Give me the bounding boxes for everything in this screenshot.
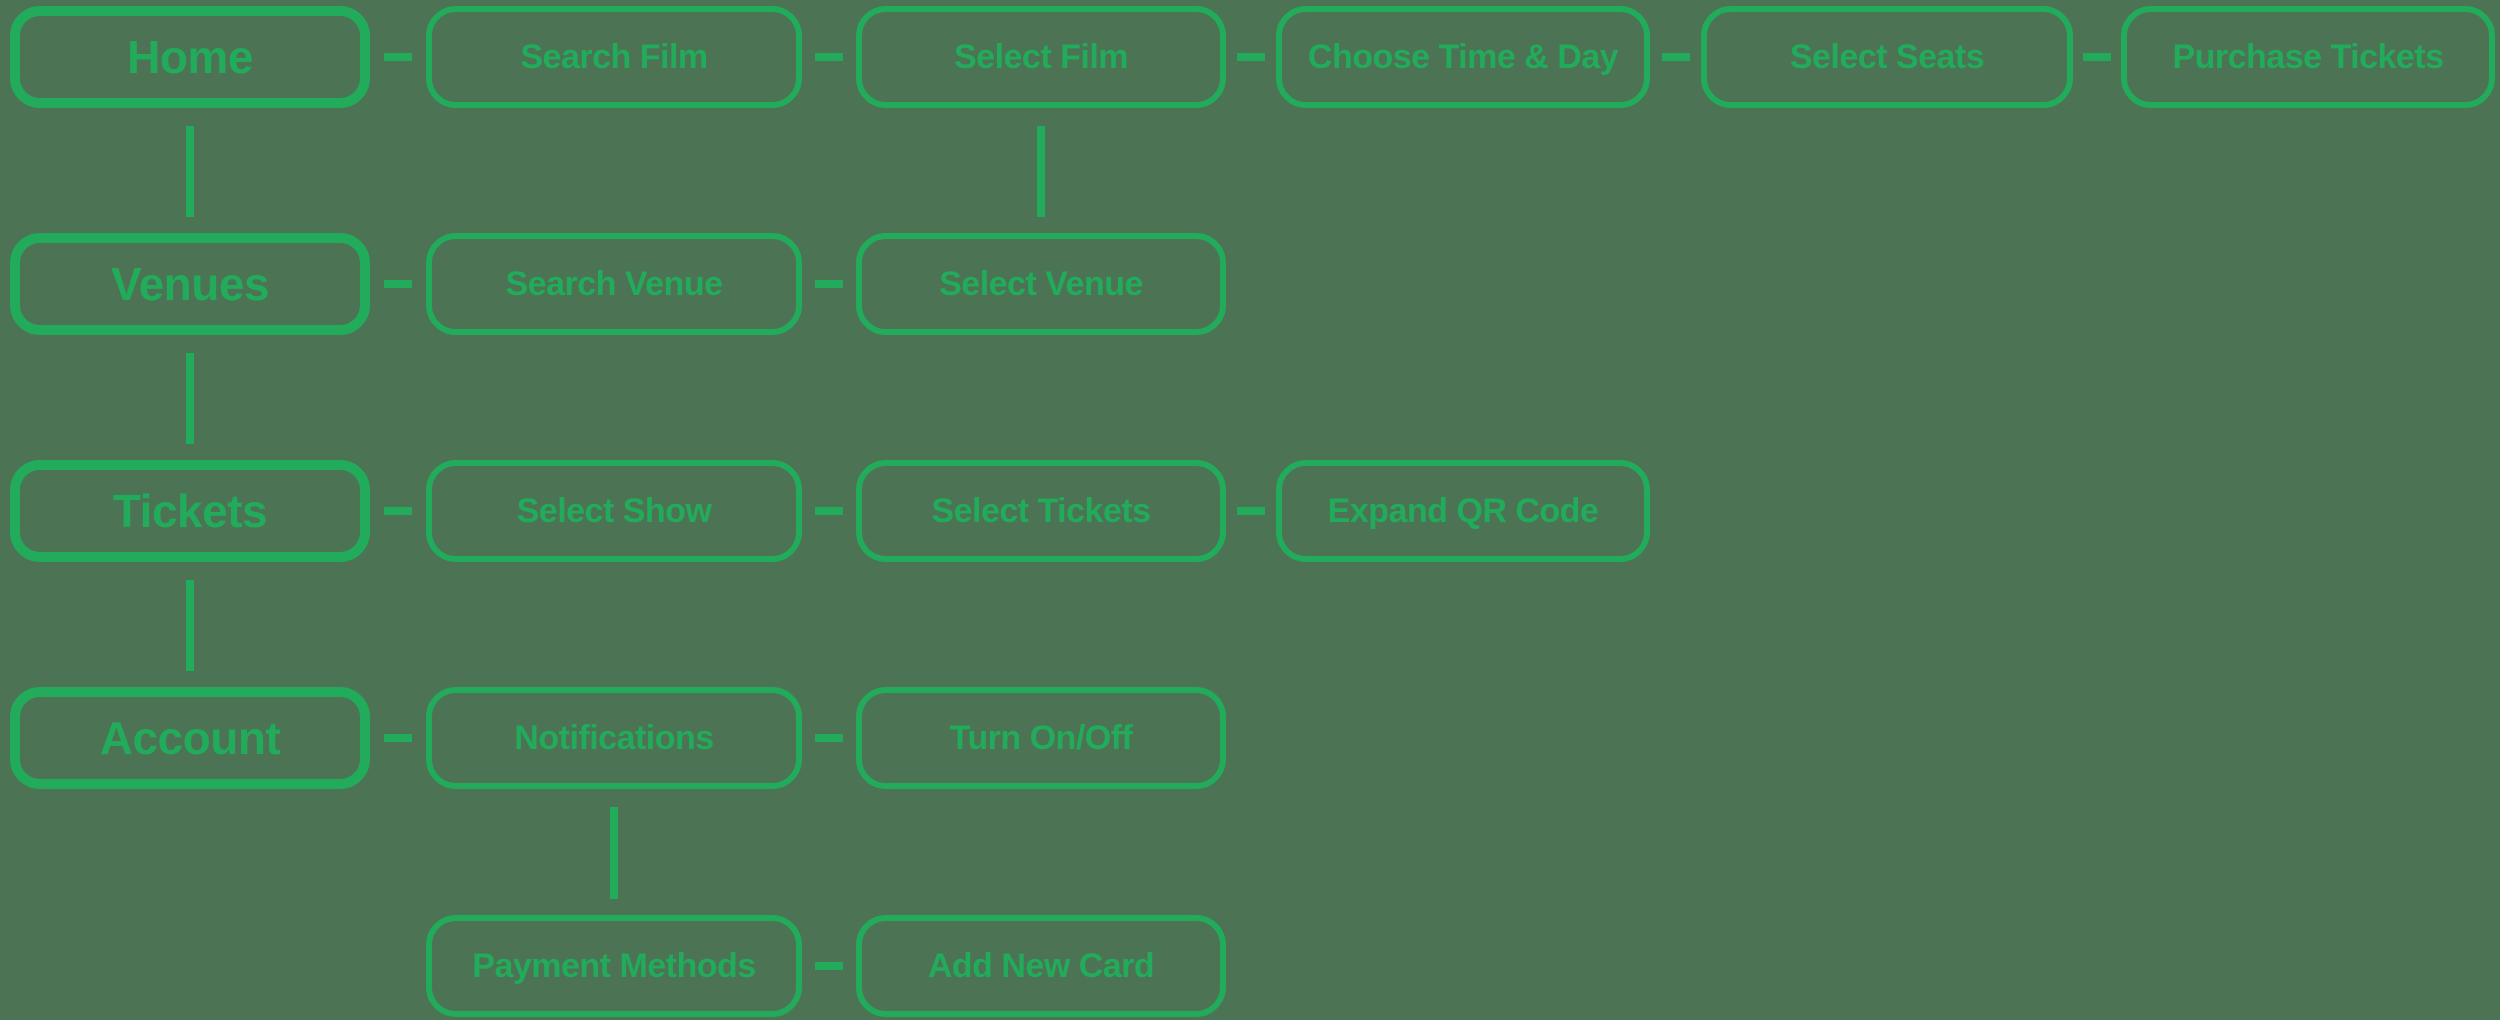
node-payment-methods-label: Payment Methods — [472, 946, 756, 985]
node-search-venue-label: Search Venue — [505, 264, 723, 303]
edge-home-search-film — [384, 53, 412, 61]
node-expand-qr-code: Expand QR Code — [1276, 460, 1650, 562]
edge-notifications-turn-on-off — [815, 734, 843, 742]
node-add-new-card-label: Add New Card — [927, 946, 1155, 985]
node-purchase-tickets: Purchase Tickets — [2121, 6, 2495, 108]
node-home-label: Home — [127, 31, 253, 83]
node-select-tickets: Select Tickets — [856, 460, 1226, 562]
node-select-show: Select Show — [426, 460, 802, 562]
node-select-venue: Select Venue — [856, 233, 1226, 335]
node-search-film: Search Film — [426, 6, 802, 108]
node-payment-methods: Payment Methods — [426, 915, 802, 1017]
edge-payment-methods-add-new-card — [815, 962, 843, 970]
edge-tickets-account — [186, 580, 194, 671]
node-search-venue: Search Venue — [426, 233, 802, 335]
edge-choose-time-day-select-seats — [1661, 53, 1690, 61]
node-turn-on-off-label: Turn On/Off — [949, 718, 1133, 757]
node-notifications: Notifications — [426, 687, 802, 789]
edge-select-show-select-tickets — [815, 507, 843, 515]
edge-tickets-select-show — [384, 507, 412, 515]
node-select-seats-label: Select Seats — [1789, 37, 1985, 76]
edge-search-venue-select-venue — [815, 280, 843, 288]
node-choose-time-day: Choose Time & Day — [1276, 6, 1650, 108]
node-home: Home — [10, 6, 370, 108]
edge-notifications-payment-methods — [610, 807, 618, 899]
node-tickets-label: Tickets — [112, 485, 268, 537]
edge-select-film-select-venue — [1037, 126, 1045, 217]
node-purchase-tickets-label: Purchase Tickets — [2172, 37, 2444, 76]
node-account: Account — [10, 687, 370, 789]
node-select-venue-label: Select Venue — [939, 264, 1143, 303]
edge-home-venues — [186, 126, 194, 217]
node-venues-label: Venues — [110, 258, 270, 310]
node-select-seats: Select Seats — [1701, 6, 2073, 108]
node-notifications-label: Notifications — [514, 718, 714, 757]
node-tickets: Tickets — [10, 460, 370, 562]
node-add-new-card: Add New Card — [856, 915, 1226, 1017]
node-turn-on-off: Turn On/Off — [856, 687, 1226, 789]
edge-venues-tickets — [186, 353, 194, 444]
edge-search-film-select-film — [815, 53, 843, 61]
node-select-film: Select Film — [856, 6, 1226, 108]
node-expand-qr-code-label: Expand QR Code — [1327, 491, 1599, 530]
edge-account-notifications — [384, 734, 412, 742]
node-search-film-label: Search Film — [520, 37, 708, 76]
node-account-label: Account — [99, 712, 281, 764]
node-select-show-label: Select Show — [516, 491, 712, 530]
edge-select-tickets-expand-qr-code — [1237, 507, 1265, 515]
edge-venues-search-venue — [384, 280, 412, 288]
edge-select-seats-purchase-tickets — [2083, 53, 2111, 61]
node-venues: Venues — [10, 233, 370, 335]
node-select-tickets-label: Select Tickets — [931, 491, 1151, 530]
edge-select-film-choose-time-day — [1237, 53, 1265, 61]
node-select-film-label: Select Film — [953, 37, 1129, 76]
node-choose-time-day-label: Choose Time & Day — [1307, 37, 1619, 76]
